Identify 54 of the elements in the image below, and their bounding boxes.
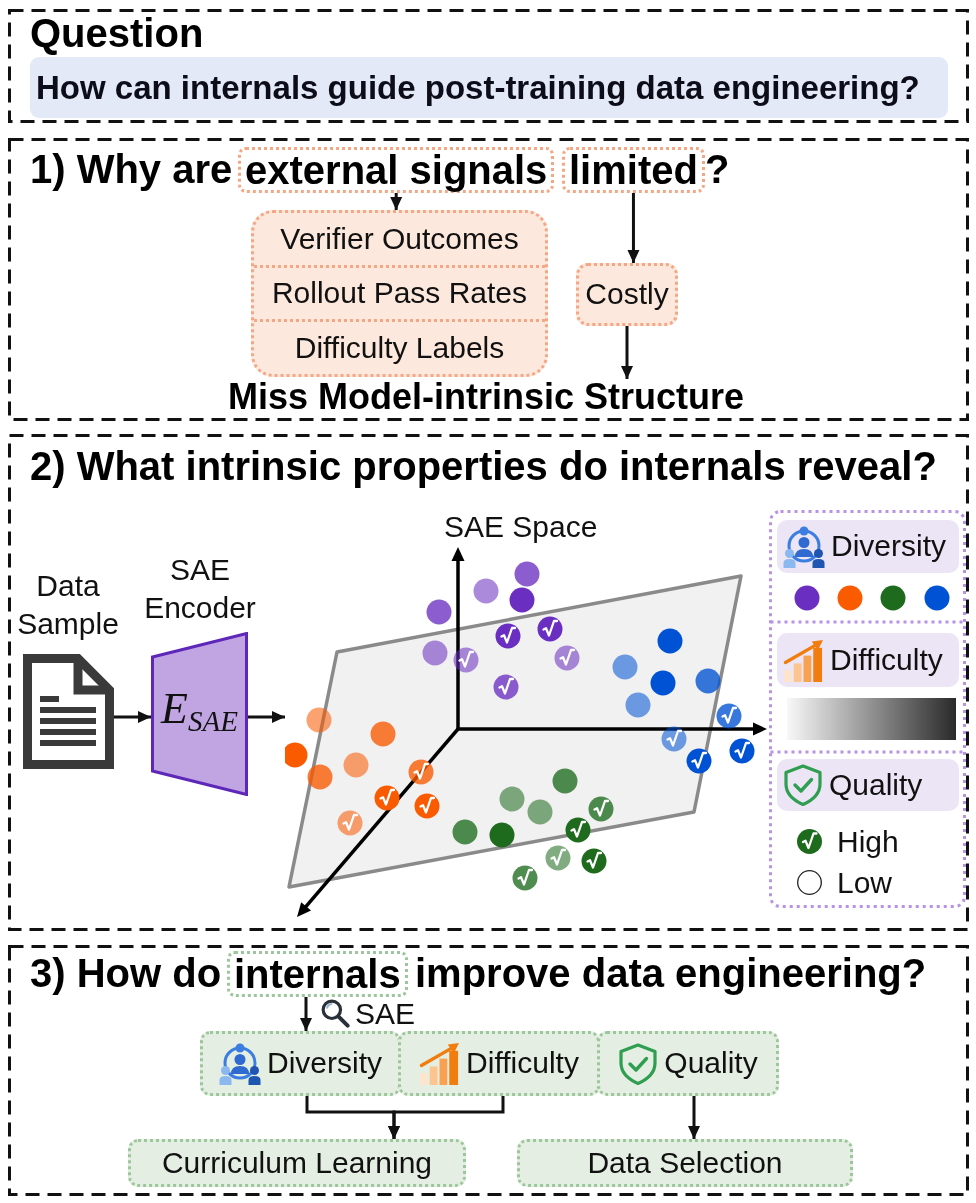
document-icon (23, 654, 114, 769)
section-panel (8, 138, 969, 421)
section-panel (8, 945, 969, 1196)
signal-list-box (251, 210, 548, 377)
legend-label: Low (837, 866, 893, 901)
property-box (398, 1031, 600, 1096)
section-heading: 1) Why are (30, 147, 233, 191)
section-heading: Question (30, 11, 204, 55)
box-label: Difficulty (830, 642, 943, 678)
arrow (388, 1096, 505, 1139)
section-heading: 3) How do (30, 951, 222, 995)
box-label: Quality (664, 1046, 758, 1081)
highlight-box: limited (562, 147, 705, 193)
arrow (300, 997, 312, 1031)
legend-heading-band (777, 759, 959, 811)
edge-label: SAE (355, 997, 416, 1032)
box-label: Difficulty (466, 1046, 579, 1081)
label-box: Costly (576, 263, 678, 326)
math-symbol: E$_{SAE}$ (159, 686, 239, 737)
node-caption: SAE Space (444, 509, 598, 545)
gradient-bar (787, 698, 956, 740)
list-item: Difficulty Labels (254, 319, 545, 374)
section-panel (8, 434, 969, 931)
legend-panel (769, 510, 966, 908)
arrow (390, 193, 403, 210)
scatter-plane-illustration (285, 545, 769, 919)
arrow (248, 711, 285, 723)
list-item: Rollout Pass Rates (254, 264, 545, 320)
property-box (597, 1031, 779, 1096)
section-heading: ? (705, 147, 730, 191)
arrow (627, 193, 640, 263)
outcome-box: Data Selection (517, 1139, 853, 1187)
highlight-box: external signals (238, 147, 555, 193)
arrow (621, 326, 633, 379)
section-panel (8, 9, 969, 123)
box-label: Diversity (831, 529, 946, 564)
box-label: Quality (829, 767, 923, 803)
list-item: Verifier Outcomes (279, 220, 520, 257)
encoder-trapezoid (151, 632, 248, 796)
highlight-box: internals (227, 951, 408, 997)
arrow (688, 1096, 700, 1139)
box-label: Diversity (267, 1046, 382, 1081)
legend-heading-band (777, 520, 959, 573)
legend-heading-band (777, 633, 959, 687)
property-box (200, 1031, 401, 1096)
arrow (114, 711, 151, 723)
legend-label: High (837, 825, 899, 860)
section-heading: improve data engineering? (415, 951, 927, 995)
node-caption: SAE Encoder (143, 552, 257, 626)
outcome-box: Curriculum Learning (128, 1139, 466, 1187)
node-caption: Data Sample (16, 568, 120, 642)
section-heading: 2) What intrinsic properties do internals reveal? (30, 444, 937, 488)
conclusion-text: Miss Model-intrinsic Structure (228, 379, 745, 415)
question-box: How can internals guide post-training data engineering? (30, 57, 948, 118)
